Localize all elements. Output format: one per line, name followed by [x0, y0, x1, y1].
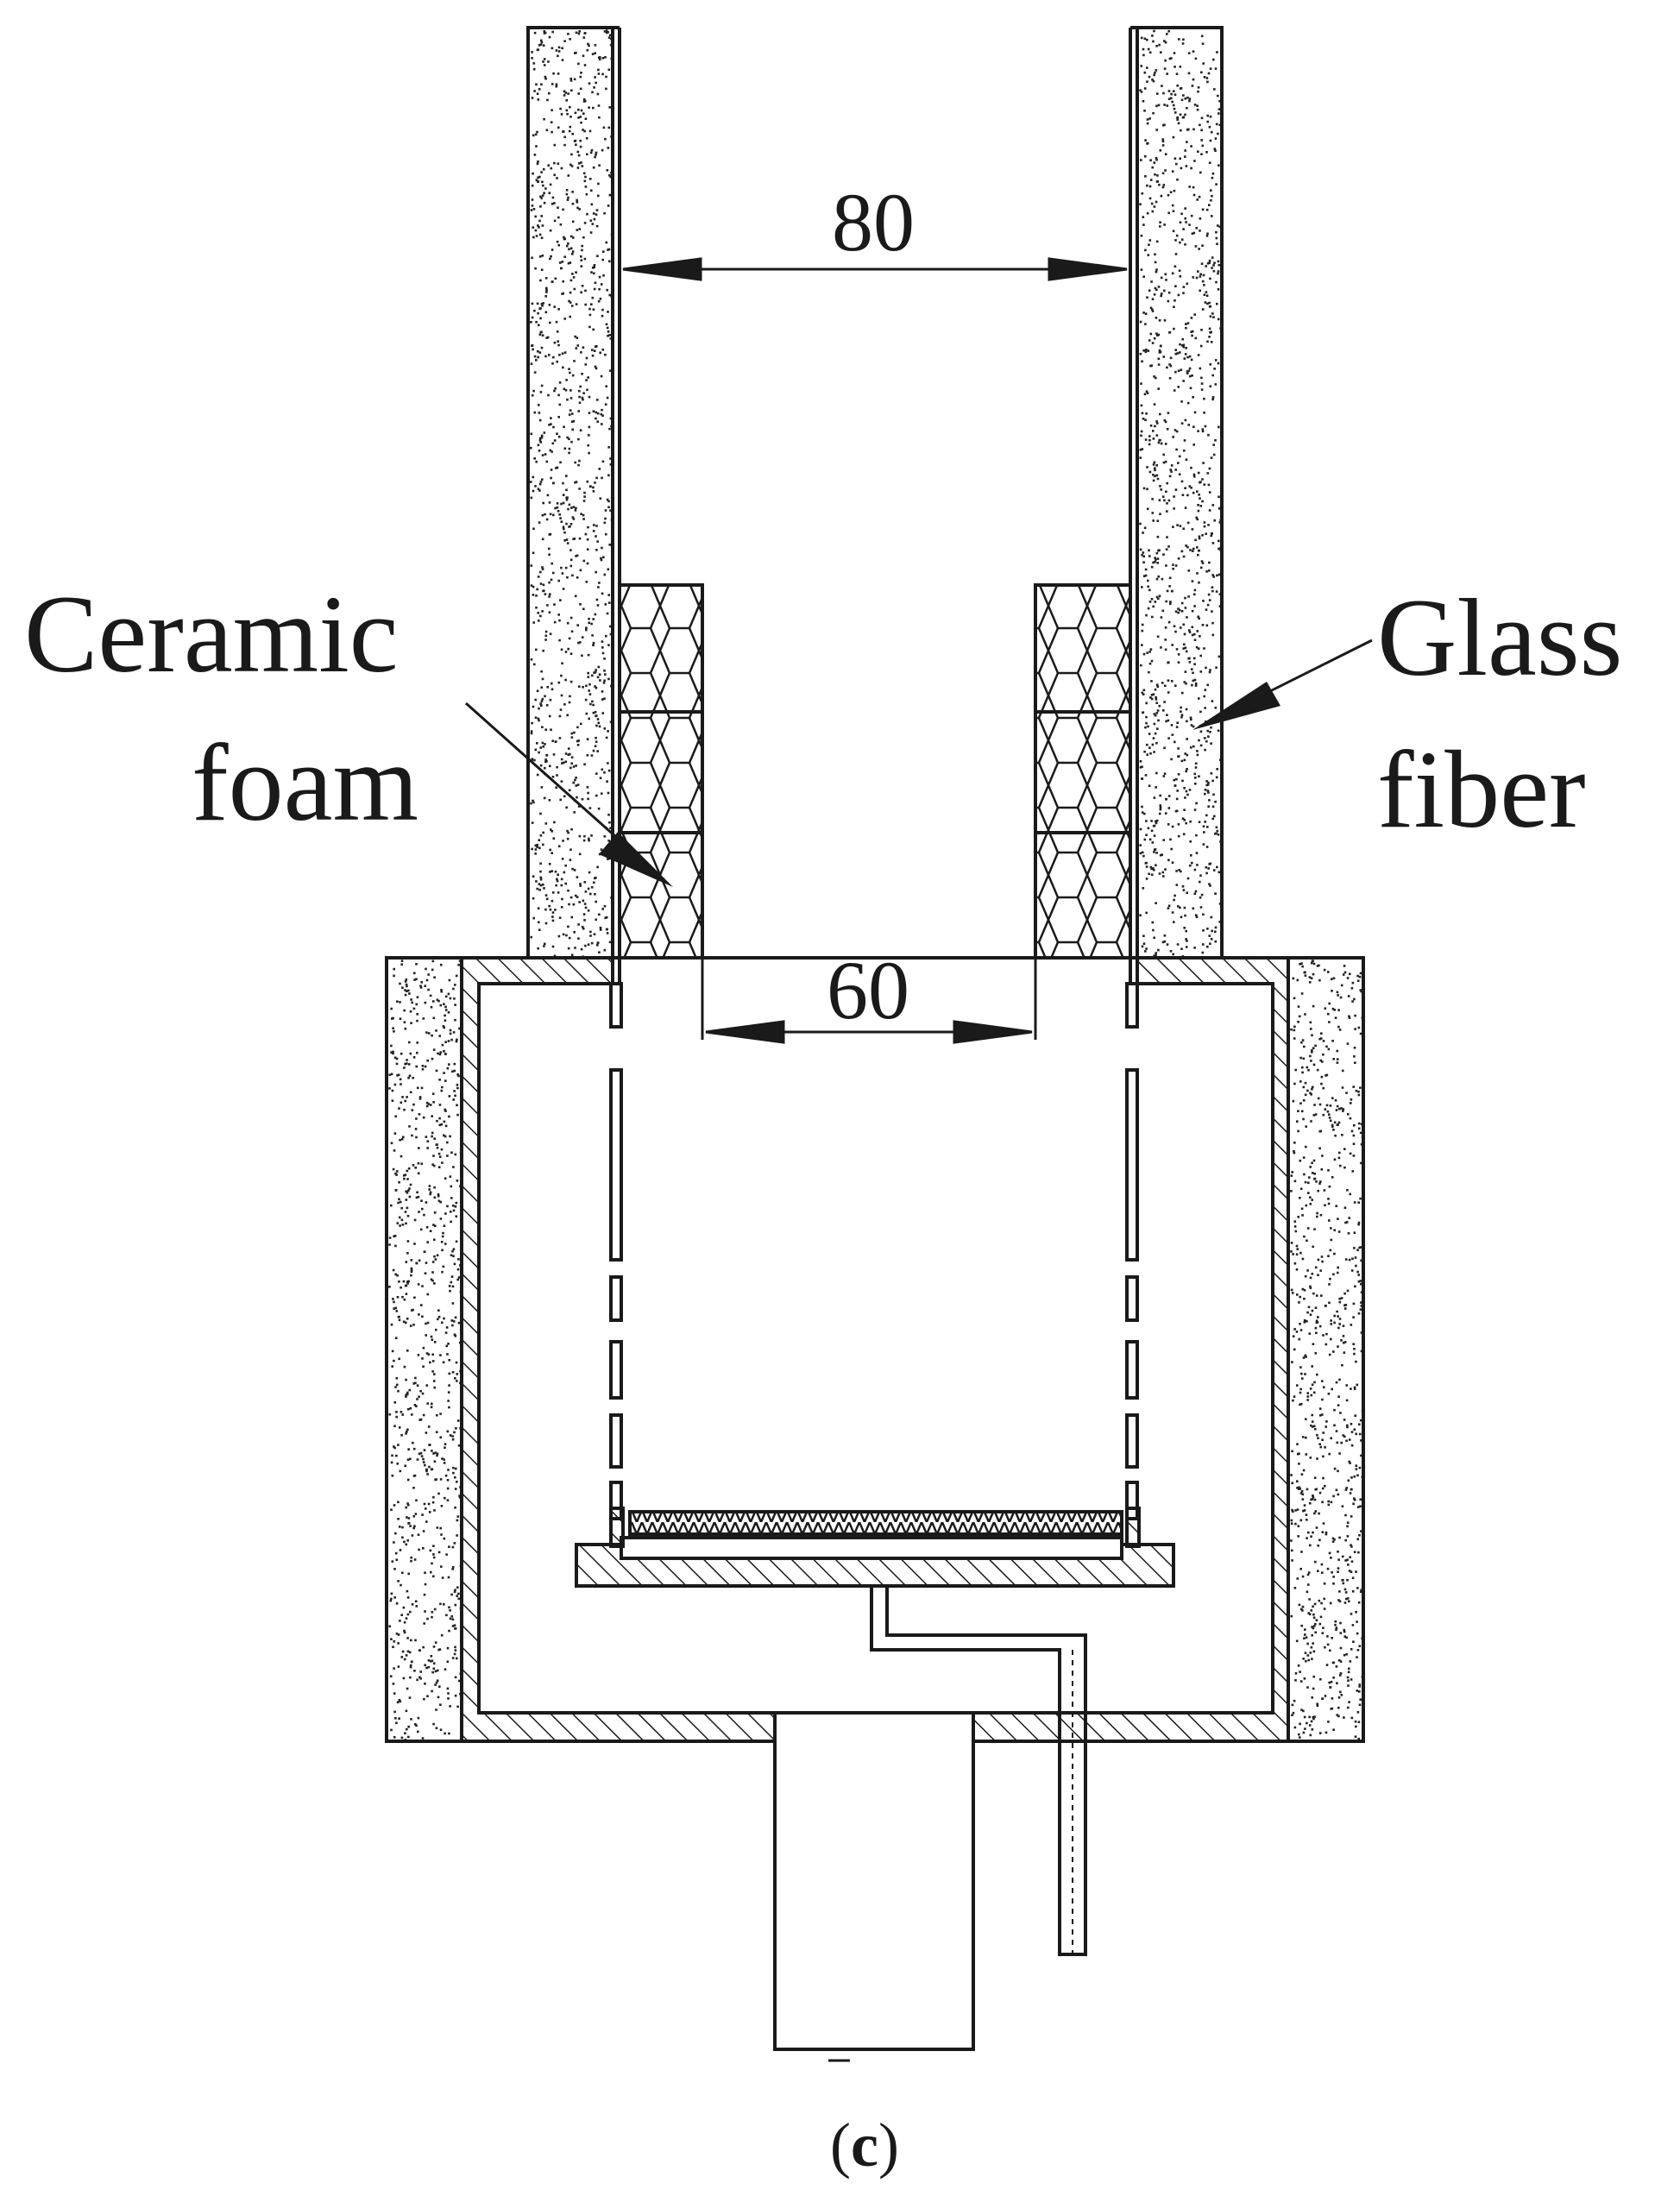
ceramic-foam-blocks	[618, 583, 1132, 960]
caption-letter: c	[851, 2111, 878, 2180]
liner-segment	[1125, 1275, 1139, 1322]
ceramic-label-line1: Ceramic	[24, 573, 399, 695]
fuel-supply-pipe	[870, 1586, 1087, 1956]
caption-close-paren: )	[878, 2111, 899, 2180]
ceramic-label-line2: foam	[192, 721, 418, 844]
burner-plate	[575, 1507, 1175, 1588]
glass-fiber-leader	[1192, 639, 1373, 730]
dimension-label-80: 80	[832, 176, 915, 268]
liner-segment	[609, 1413, 623, 1469]
liner-segment	[1125, 1068, 1139, 1262]
caption-open-paren: (	[830, 2111, 851, 2180]
glass-label-line1: Glass	[1377, 576, 1622, 699]
ceramic-foam-leader	[465, 702, 673, 887]
liner-segment	[1125, 1413, 1139, 1469]
outlet-duct	[773, 1711, 975, 2062]
figure-caption: (c)	[830, 2111, 899, 2180]
liner-segment	[1125, 982, 1139, 1029]
liner-segment	[1125, 1340, 1139, 1400]
liner-segment	[609, 1340, 623, 1400]
liner-segment	[609, 982, 623, 1029]
dimension-label-60: 60	[827, 944, 909, 1036]
liner-segment	[609, 1275, 623, 1322]
dimension-60	[701, 958, 1037, 1044]
glass-fiber-insulation	[388, 29, 1364, 1742]
dimension-80	[622, 257, 1128, 281]
lower-housing	[385, 956, 1365, 1743]
perforated-liner	[609, 982, 1139, 1520]
liner-segment	[609, 1068, 623, 1262]
glass-label-line2: fiber	[1377, 728, 1586, 851]
